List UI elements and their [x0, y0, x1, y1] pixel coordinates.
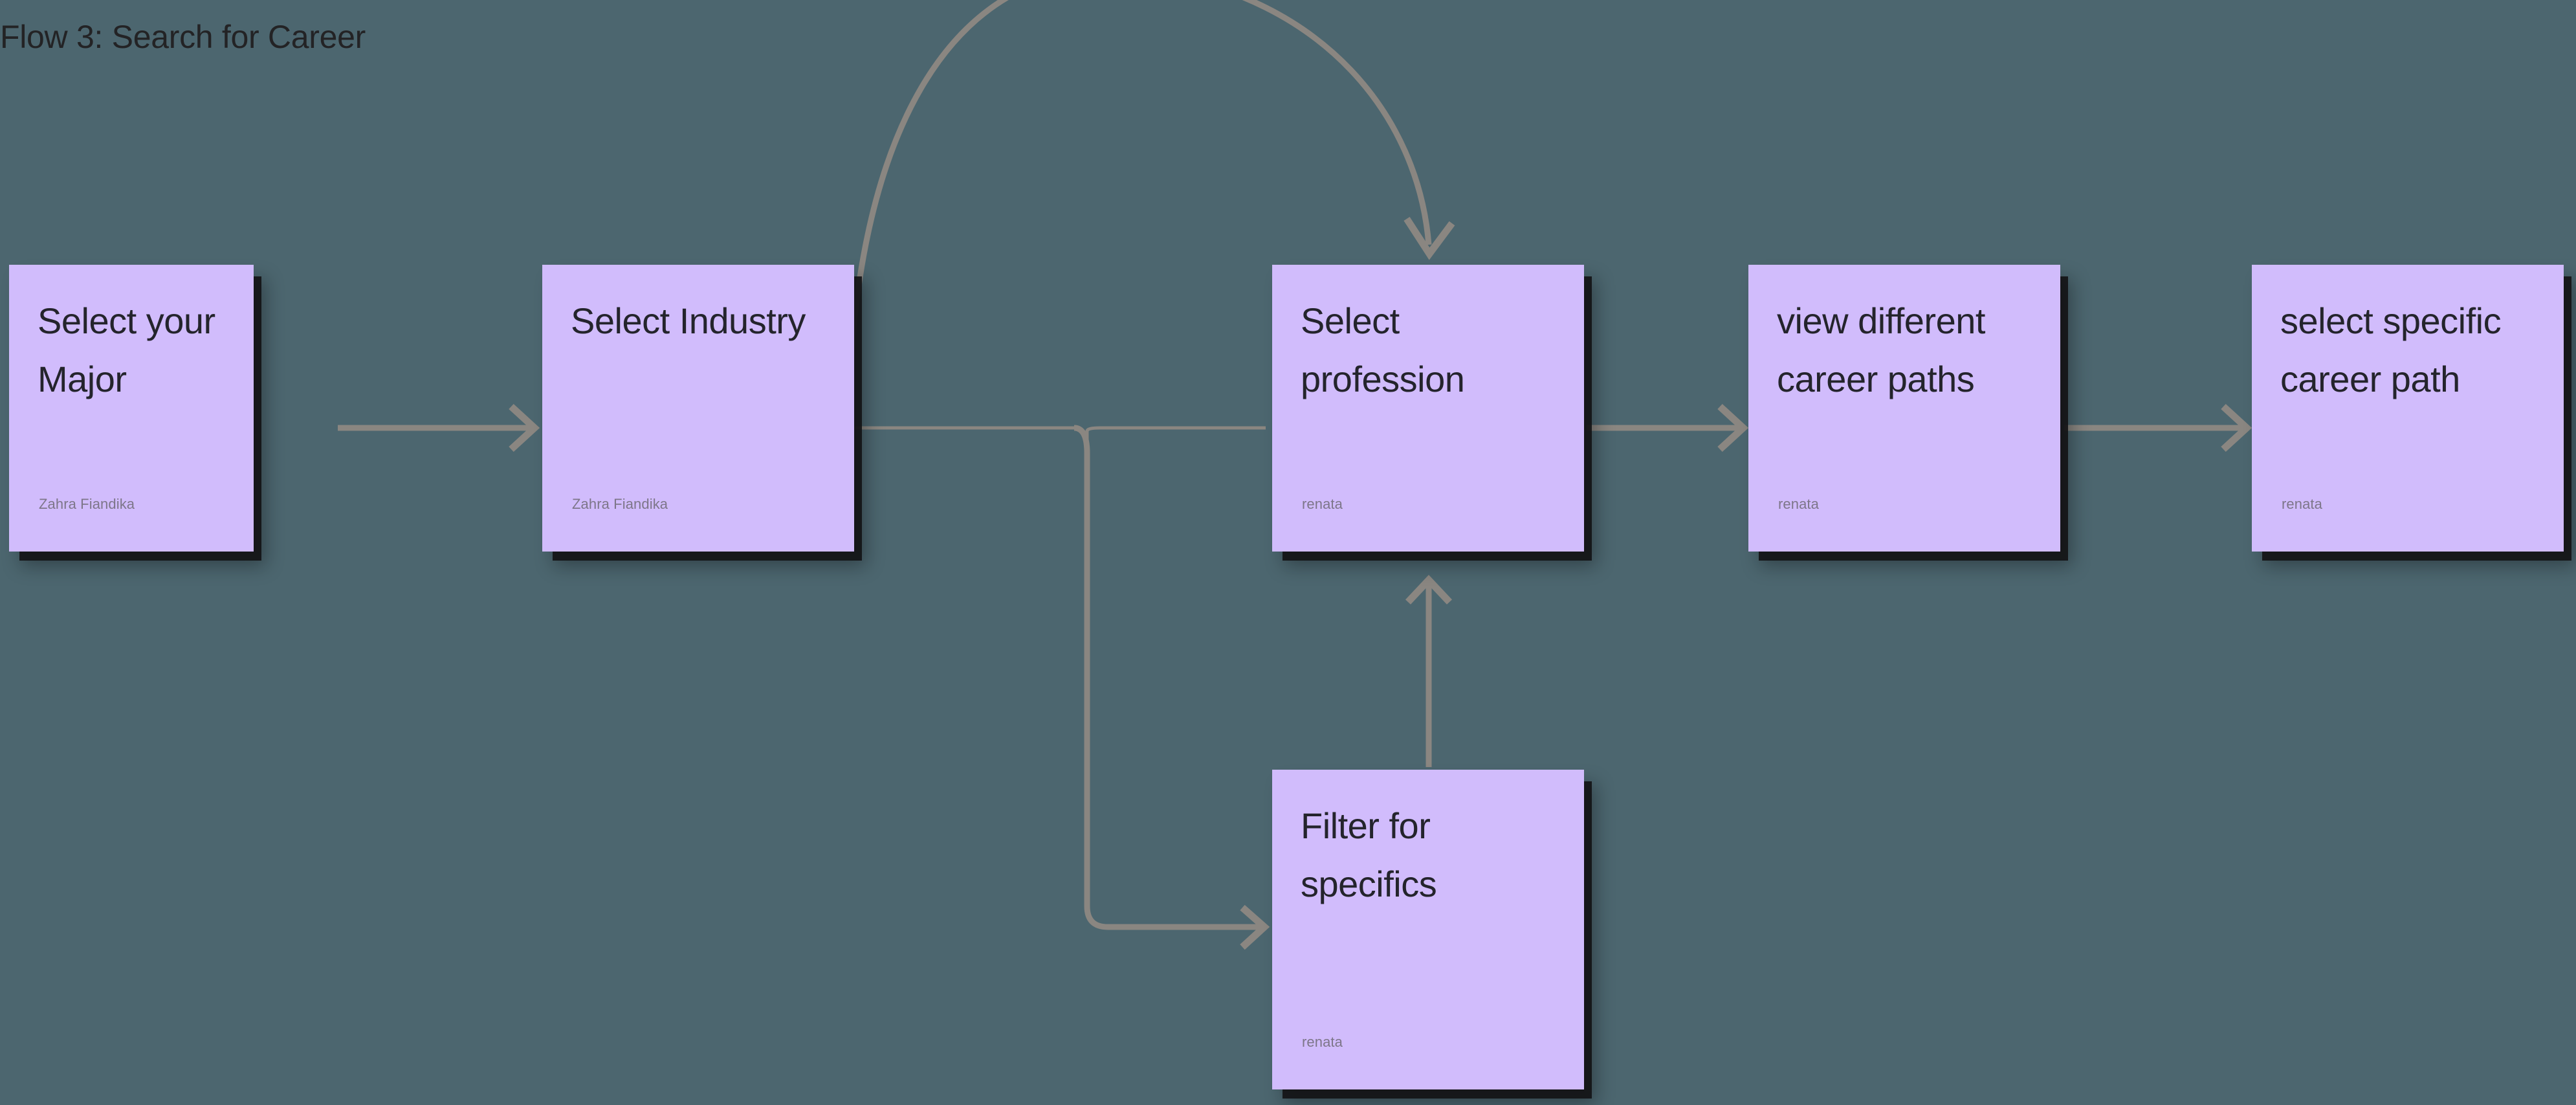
- sticky-note-filter-for-specifics[interactable]: Filter for specifics renata: [1272, 770, 1584, 1089]
- sticky-note-author: Zahra Fiandika: [572, 496, 668, 512]
- connector-major-to-industry: [338, 403, 540, 452]
- sticky-note-author: renata: [1302, 496, 1343, 512]
- sticky-note-title: Select Industry: [571, 300, 806, 341]
- sticky-note-author: renata: [2282, 496, 2322, 512]
- sticky-note-title: Filter for specifics: [1301, 805, 1437, 904]
- connector-industry-to-filter: [1073, 425, 1270, 950]
- sticky-note-view-different-career-paths[interactable]: view different career paths renata: [1748, 265, 2060, 552]
- connector-industry-to-profession-line: [854, 426, 1266, 441]
- sticky-note-title: view different career paths: [1777, 300, 1985, 399]
- sticky-note-title: Select your Major: [38, 300, 215, 399]
- sticky-note-select-your-major[interactable]: Select your Major Zahra Fiandika: [9, 265, 254, 552]
- connector-profession-to-career-paths: [1587, 403, 1749, 452]
- sticky-note-select-specific-career-path[interactable]: select specific career path renata: [2252, 265, 2564, 552]
- sticky-note-title: Select profession: [1301, 300, 1465, 399]
- sticky-note-select-profession[interactable]: Select profession renata: [1272, 265, 1584, 552]
- connector-career-paths-to-specific: [2064, 403, 2252, 452]
- sticky-note-title: select specific career path: [2280, 300, 2502, 399]
- connector-filter-to-profession: [1405, 574, 1453, 767]
- page-title: Flow 3: Search for Career: [0, 19, 366, 55]
- sticky-note-author: Zahra Fiandika: [39, 496, 135, 512]
- sticky-note-select-industry[interactable]: Select Industry Zahra Fiandika: [542, 265, 854, 552]
- sticky-note-author: renata: [1778, 496, 1819, 512]
- sticky-note-author: renata: [1302, 1034, 1343, 1050]
